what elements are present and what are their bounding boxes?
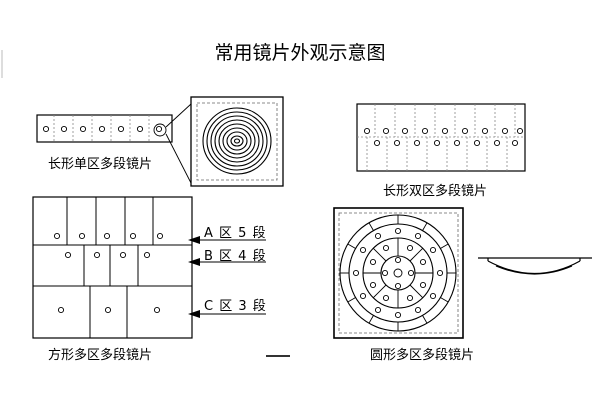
zone-b-label: B 区 4 段 [204,249,267,264]
round-multi-zone-lens [333,207,464,339]
zone-c-label: C 区 3 段 [204,299,267,314]
label-long-single-zone: 长形单区多段镜片 [48,157,153,172]
label-round-multi-zone: 圆形多区多段镜片 [370,348,475,363]
round-lens-side-profile [478,257,592,275]
square-multi-zone-lens [32,196,266,339]
long-double-zone-lens [356,103,526,172]
diagram-title: 常用镜片外观示意图 [214,42,386,64]
long-single-zone-lens [36,96,284,187]
label-square-multi-zone: 方形多区多段镜片 [48,348,153,363]
label-long-double-zone: 长形双区多段镜片 [383,184,488,199]
zone-a-label: A 区 5 段 [204,226,267,241]
